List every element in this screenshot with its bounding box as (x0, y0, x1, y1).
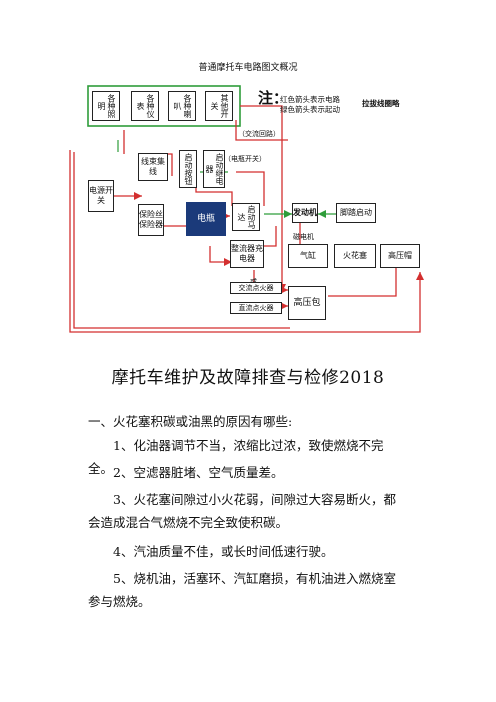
list-item: 5、烧机油，活塞环、汽缸磨损，有机油进入燃烧室参与燃烧。 (88, 571, 396, 609)
list-item: 1、化油器调节不当，浓缩比过浓，致使燃烧不完全。 (88, 438, 384, 476)
ignition-switch-label: （电瓶开关） (224, 155, 266, 163)
fuse-box: 保险丝保险器 (138, 204, 164, 236)
other-switch-box: 其他开关 (205, 91, 233, 121)
green-arrows (284, 210, 326, 218)
rectifier-box: 整流器充电器 (230, 240, 264, 268)
note-green: 绿色箭头表示起动 (280, 105, 340, 114)
circuit-diagram: 普通摩托车电路图文概况 (0, 0, 496, 340)
ac-cdi-box: 交流点火器 (230, 282, 282, 294)
magneto-label: 磁电机 (293, 233, 314, 241)
lighting-box: 各种照明 (92, 91, 120, 121)
kick-start-box: 脚踏启动 (336, 203, 376, 223)
list-item: 4、汽油质量不佳，或长时间低速行驶。 (113, 544, 334, 559)
diagram-title: 普通摩托车电路图文概况 (198, 63, 298, 73)
coil-box: 高压包 (288, 286, 326, 320)
hv-cap-box: 高压帽 (380, 244, 420, 268)
battery-box: 电瓶 (186, 202, 226, 236)
start-button-box: 启动按钮 (179, 150, 197, 188)
or-label: 或 (250, 277, 257, 286)
note-right: 拉拔线圈略 (362, 99, 400, 108)
power-switch-box: 电源开关 (88, 180, 114, 212)
list-item: 2、空滤器脏堵、空气质量差。 (113, 465, 284, 480)
note-red: 红色箭头表示电路 (280, 95, 340, 104)
engine-box: 发动机 (292, 203, 318, 223)
battery-label: 电瓶 (196, 214, 215, 224)
starter-motor-box: 启动马达 (232, 203, 260, 231)
note-prefix: 注： (258, 89, 289, 107)
section-heading: 一、火花塞积碳或油黑的原因有哪些: (88, 414, 293, 429)
horn-box: 各种喇叭 (168, 91, 196, 121)
ignition-box: 气缸 (288, 244, 328, 268)
instruments-box: 各种仪表 (131, 91, 159, 121)
dc-cdi-box: 直流点火器 (230, 302, 282, 314)
document-title: 摩托车维护及故障排查与检修2018 (111, 368, 385, 388)
list-item: 3、火花塞间隙过小火花弱，间隙过大容易断火，都会造成混合气燃烧不完全致使积碳。 (88, 492, 396, 530)
spark-plug-box: 火花塞 (334, 244, 376, 268)
start-relay-box: 启动继电器 (203, 150, 225, 188)
relay-collector-box: 线束集线 (138, 153, 168, 181)
ac-label: （交流回路） (238, 130, 280, 138)
